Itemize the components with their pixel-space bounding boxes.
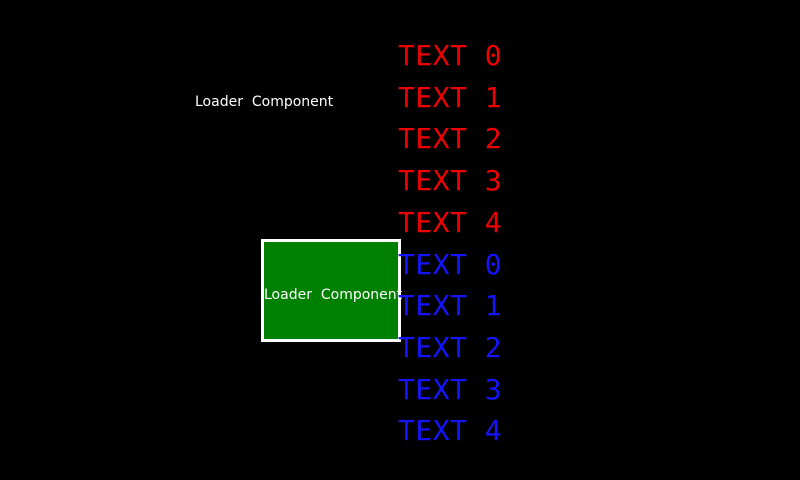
text-item-red-1: TEXT 1 xyxy=(398,80,503,114)
text-item-blue-4: TEXT 4 xyxy=(398,414,503,448)
text-item-red-2: TEXT 2 xyxy=(398,122,503,156)
text-item-red-0: TEXT 0 xyxy=(398,39,503,72)
loader-component-label-box: Loader Component xyxy=(264,287,403,303)
text-item-blue-2: TEXT 2 xyxy=(398,330,503,364)
loader-component-label-top: Loader Component xyxy=(195,94,334,110)
text-item-red-3: TEXT 3 xyxy=(398,164,503,198)
text-list: TEXT 0 TEXT 1 TEXT 2 TEXT 3 TEXT 4 TEXT … xyxy=(398,35,502,452)
text-item-red-4: TEXT 4 xyxy=(398,205,503,239)
text-item-blue-3: TEXT 3 xyxy=(398,372,503,406)
text-item-blue-1: TEXT 1 xyxy=(398,289,503,323)
loader-component-box: Loader Component xyxy=(261,239,403,342)
text-item-blue-0: TEXT 0 xyxy=(398,247,503,281)
